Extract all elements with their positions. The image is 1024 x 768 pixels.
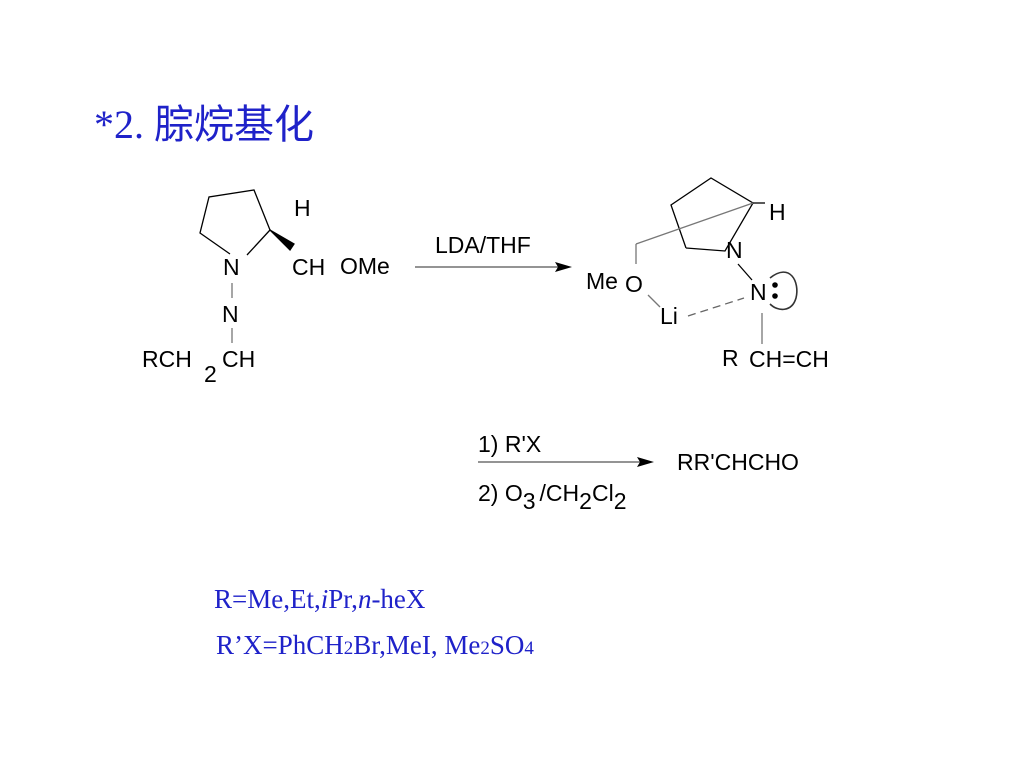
start-ch-end: CH [222, 346, 255, 372]
lone-pair-dot-top [772, 282, 778, 288]
slide-title: *2. 腙烷基化 [94, 102, 314, 147]
starting-material [199, 189, 295, 343]
pyrrolidine-ring [199, 189, 271, 255]
start-ch: CH [292, 254, 325, 280]
int-r: R [722, 345, 739, 371]
li-n-dashed [687, 297, 745, 317]
start-n-ring: N [223, 254, 240, 280]
arrow-2-reagent-1: 1) R'X [478, 431, 541, 457]
start-ome: OMe [340, 253, 390, 279]
lone-pair-dot-bottom [772, 293, 778, 299]
int-h: H [769, 199, 786, 225]
int-n-li: N [750, 279, 767, 305]
start-sub2: 2 [204, 361, 217, 387]
lone-pair-arc [769, 271, 798, 311]
o-li-bond [647, 294, 661, 308]
arrow-1 [415, 262, 572, 272]
int-ch-ch: CH=CH [749, 346, 829, 372]
arrow-2-reagent-2: 2) O3/CH2Cl2 [478, 480, 626, 514]
wedge-bond [269, 229, 295, 252]
intermediate [635, 177, 798, 344]
arrow-1-label: LDA/THF [435, 232, 531, 258]
r-groups-note: R=Me,Et,iPr,n-heX [214, 584, 426, 614]
arrow-2 [478, 457, 654, 467]
start-h: H [294, 195, 311, 221]
ring-bond-n [246, 229, 271, 256]
intermediate-ring [670, 177, 754, 252]
start-rch: RCH [142, 346, 192, 372]
int-li: Li [660, 303, 678, 329]
int-me: Me [586, 268, 618, 294]
product: RR'CHCHO [677, 449, 799, 475]
start-n-hydrazone: N [222, 301, 239, 327]
int-n-top: N [726, 237, 743, 263]
n-n-bond-int [737, 263, 753, 281]
alkylating-agents-note: R’X=PhCH2Br,MeI, Me2SO4 [216, 630, 534, 660]
ch2-o-bond [635, 202, 754, 245]
int-o: O [625, 271, 643, 297]
